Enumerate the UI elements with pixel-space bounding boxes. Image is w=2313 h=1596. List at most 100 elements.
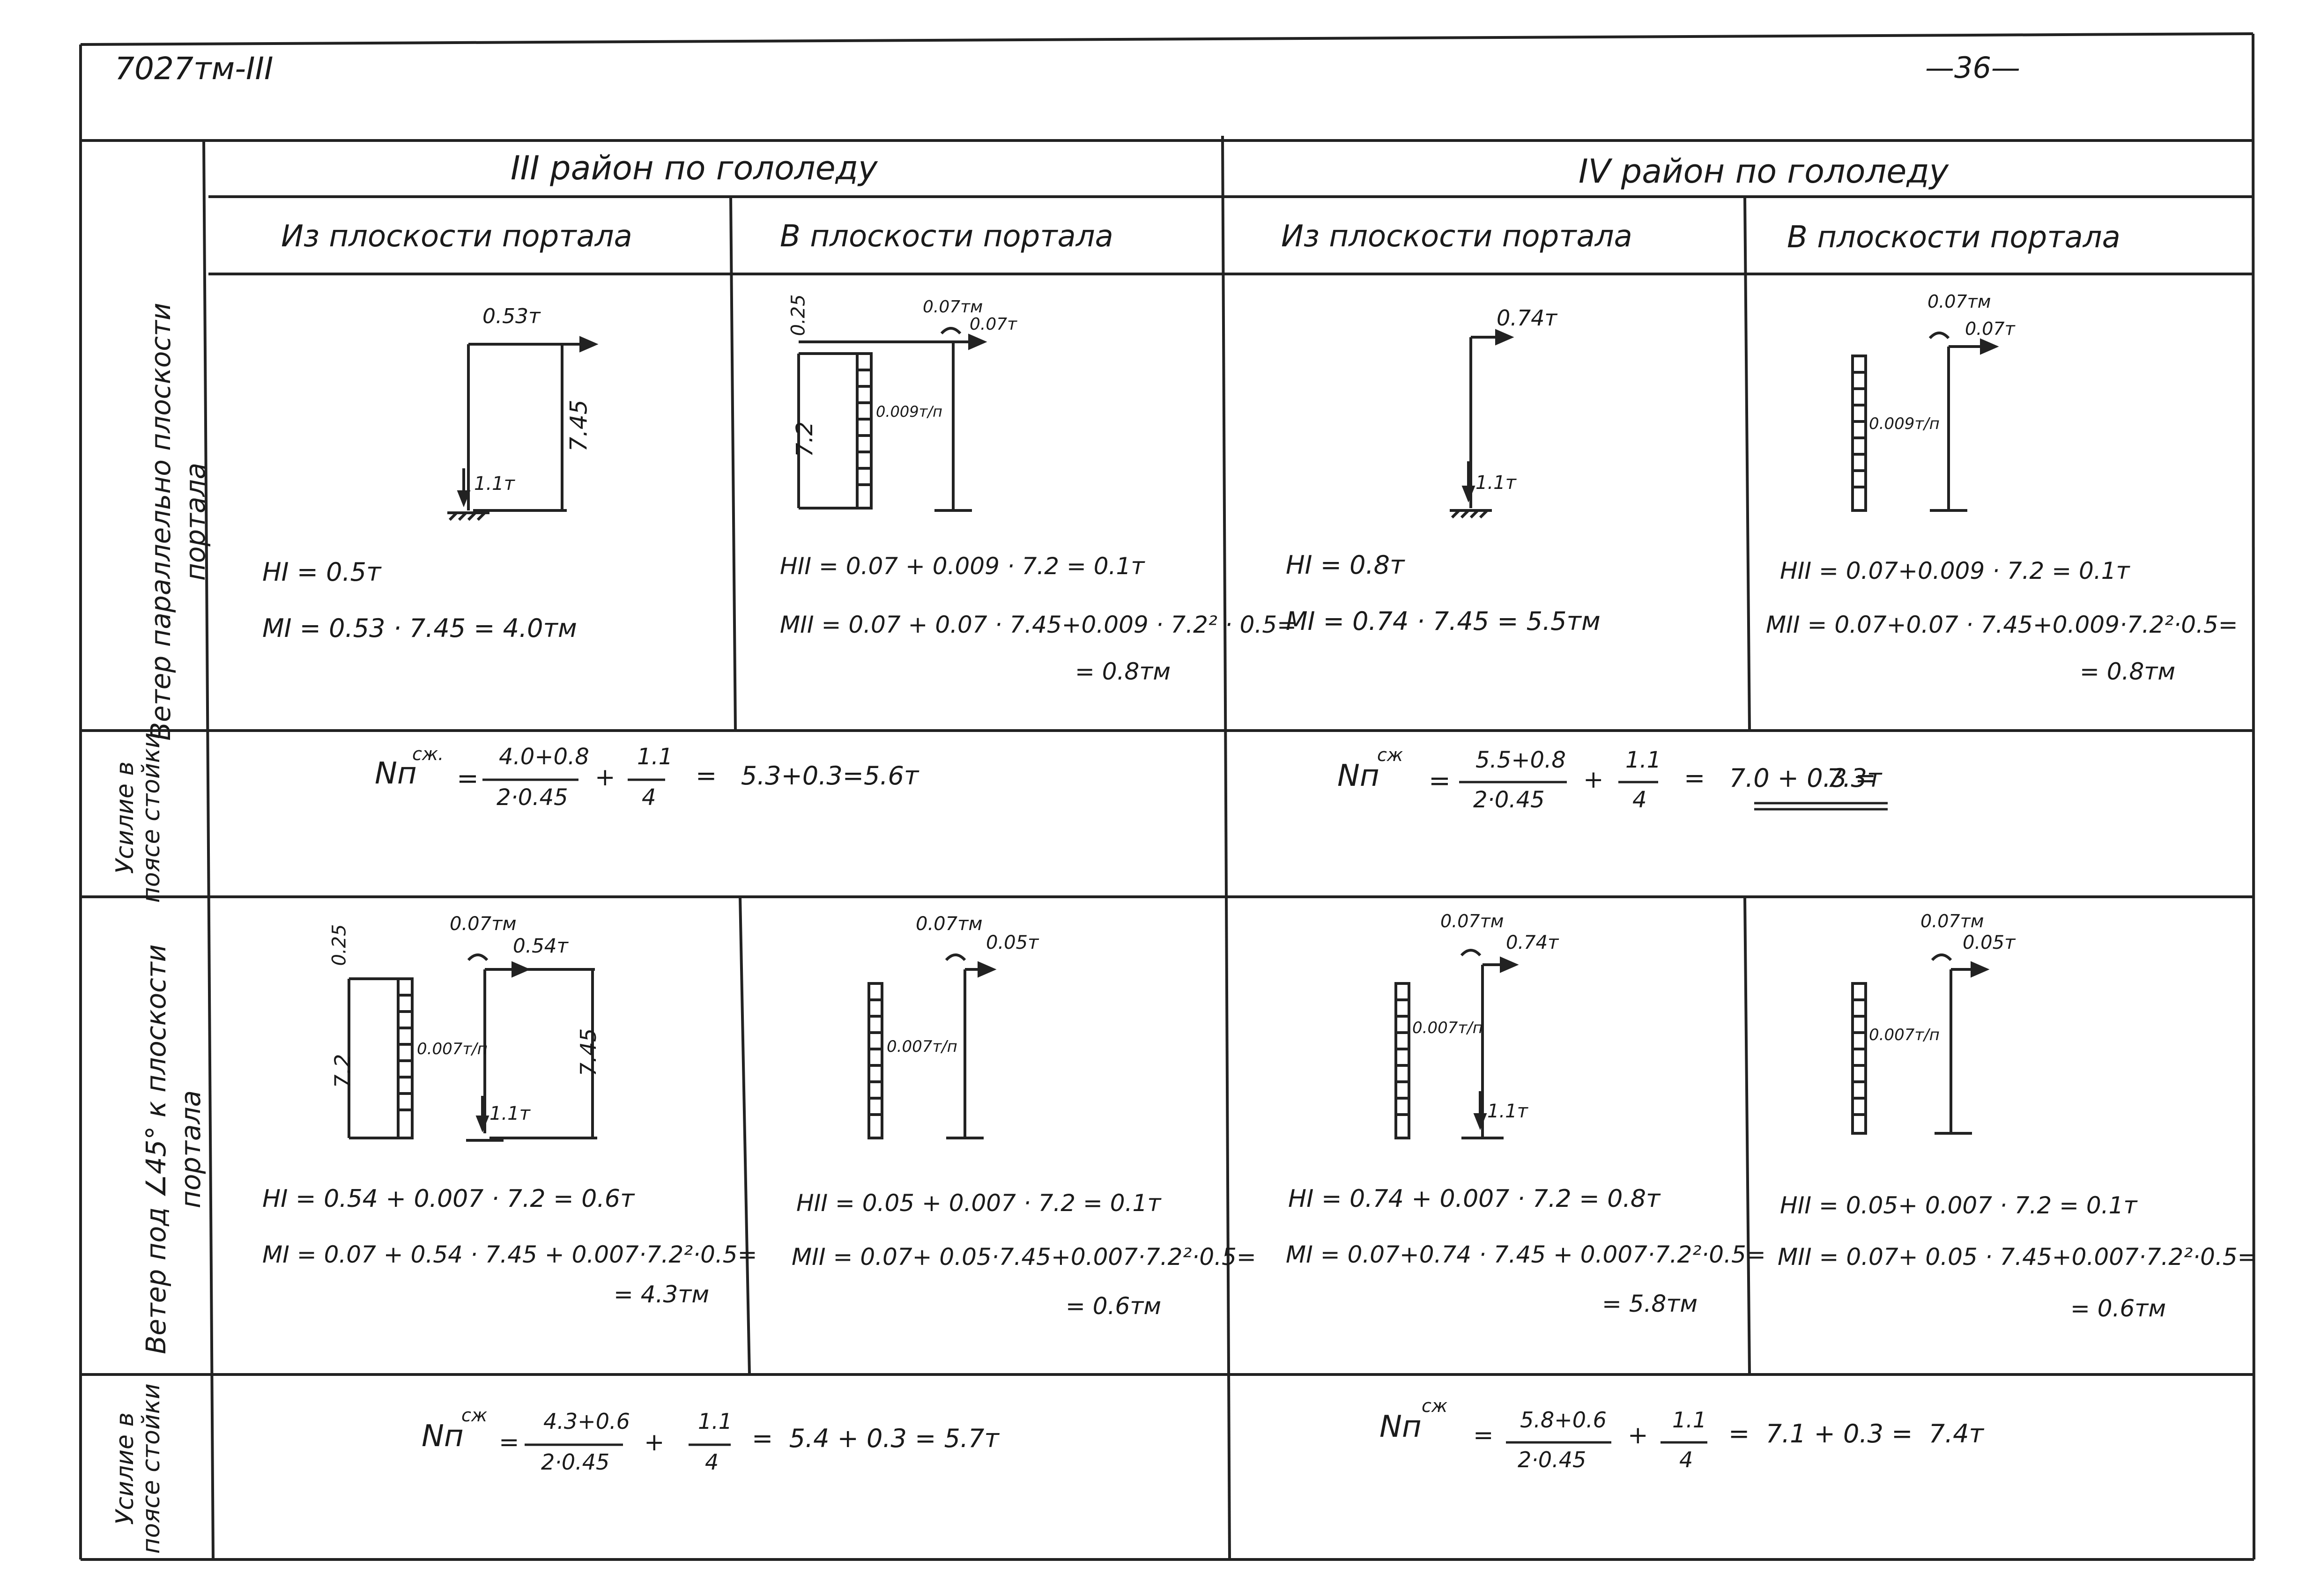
r3c1-offset: 0.25 (328, 924, 350, 966)
force2-left-den1: 2·0.45 (541, 1449, 610, 1475)
r1c2-load-top: 0.07т (970, 315, 1017, 334)
force2-left-num1: 4.3+0.6 (543, 1409, 630, 1434)
r1c3-formula-2: MI = 0.74 · 7.45 = 5.5тм (1286, 606, 1601, 636)
r1c2-formula-2: MII = 0.07 + 0.07 · 7.45+0.009 · 7.2² · … (780, 611, 1297, 638)
force2-right-den1: 2·0.45 (1518, 1447, 1586, 1472)
r3c3-vert-load: 1.1т (1487, 1101, 1528, 1122)
force2-left-lhs: Nп (422, 1419, 464, 1454)
r3c4-formula-2: MII = 0.07+ 0.05 · 7.45+0.007·7.2²·0.5= (1778, 1243, 2257, 1271)
r3c3-formula-2: MI = 0.07+0.74 · 7.45 + 0.007·7.2²·0.5= (1286, 1241, 1766, 1268)
r3c3-load-top: 0.74т (1506, 932, 1559, 953)
force2-left-eq: = (499, 1428, 519, 1456)
r3c1-dist-load: 0.007т/п (417, 1040, 488, 1058)
r3c1-moment: 0.07тм (450, 913, 517, 935)
r1c4-dist-load: 0.009т/п (1869, 414, 1940, 433)
r3c2-formula-1: HII = 0.05 + 0.007 · 7.2 = 0.1т (796, 1190, 1161, 1217)
r3c3-formula-3: = 5.8тм (1602, 1290, 1698, 1317)
r1c2-offset: 0.25 (787, 294, 809, 336)
subheader-r4-in: В плоскости портала (1787, 220, 2120, 255)
row-label-force-1: Усилие в поясе стойки (111, 732, 165, 903)
r3c3-moment: 0.07тм (1440, 911, 1504, 931)
force1-left-lhs: Nп (375, 756, 417, 791)
r3c1-formula-1: HI = 0.54 + 0.007 · 7.2 = 0.6т (262, 1185, 635, 1213)
r1c1-formula-1: HI = 0.5т (262, 557, 381, 587)
force1-right-den2: 4 (1632, 787, 1647, 813)
r1c1-height: 7.45 (565, 399, 593, 452)
r3c1-formula-3: = 4.3тм (614, 1281, 710, 1308)
force1-left-den1: 2·0.45 (497, 784, 568, 811)
force2-right-lhs: Nп (1379, 1410, 1422, 1444)
subheader-r3-out: Из плоскости портала (281, 219, 632, 254)
r1c2-formula-1: HII = 0.07 + 0.009 · 7.2 = 0.1т (780, 553, 1145, 580)
force2-left-den2: 4 (705, 1449, 719, 1475)
force1-left-result: = 5.3+0.3=5.6т (696, 761, 919, 791)
diagram-r3c2 (867, 953, 997, 1139)
force2-right-eq: = (1473, 1421, 1494, 1449)
doc-code: 7027тм-III (115, 51, 274, 87)
r3c3-dist-load: 0.007т/п (1412, 1019, 1483, 1037)
force2-right-sup: сж (1422, 1396, 1448, 1416)
force1-right-num1: 5.5+0.8 (1475, 747, 1566, 773)
force1-right-sup: сж (1377, 745, 1403, 765)
force1-left-num2: 1.1 (637, 744, 673, 770)
r1c3-formula-1: HI = 0.8т (1286, 550, 1405, 580)
r3c1-height-left: 7.2 (330, 1054, 356, 1088)
r1c4-moment: 0.07тм (1928, 291, 1991, 312)
page-number: —36— (1925, 51, 2020, 85)
r1c4-formula-3: = 0.8тм (2080, 658, 2176, 685)
r1c4-load-top: 0.07т (1965, 318, 2015, 339)
force2-right-result: = 7.1 + 0.3 = 7.4т (1728, 1419, 1984, 1448)
force2-left-num2: 1.1 (698, 1409, 733, 1434)
force1-right-den1: 2·0.45 (1473, 787, 1545, 813)
r3c2-moment: 0.07тм (916, 913, 983, 935)
force2-left-sup: сж (461, 1405, 488, 1426)
r3c1-height-right: 7.45 (576, 1028, 601, 1077)
r1c1-load-top: 0.53т (482, 304, 541, 328)
r1c1-vert-load: 1.1т (474, 473, 515, 495)
r3c1-vert-load: 1.1т (489, 1103, 530, 1124)
row-label-wind-45: Ветер под ∠45° к плоскости портала (140, 944, 207, 1354)
r3c2-load-top: 0.05т (986, 932, 1039, 953)
zone3-header: III район по гололеду (511, 149, 878, 187)
force1-left-sup: сж. (412, 744, 444, 764)
r1c4-formula-2: MII = 0.07+0.07 · 7.45+0.009·7.2²·0.5= (1766, 611, 2238, 638)
diagram-r3c3 (1394, 949, 1519, 1139)
force1-right-plus: + (1583, 766, 1604, 794)
r3c4-formula-3: = 0.6тм (2070, 1295, 2166, 1322)
force2-left-plus: + (644, 1428, 665, 1456)
force1-right-lhs: Nп (1337, 759, 1379, 793)
r1c3-load-top: 0.74т (1497, 305, 1557, 331)
r3c2-formula-2: MII = 0.07+ 0.05·7.45+0.007·7.2²·0.5= (792, 1243, 1256, 1271)
force1-left-num1: 4.0+0.8 (499, 744, 589, 770)
r3c3-formula-1: HI = 0.74 + 0.007 · 7.2 = 0.8т (1288, 1185, 1661, 1213)
subheader-r3-in: В плоскости портала (780, 219, 1113, 254)
r3c1-load-top: 0.54т (513, 934, 568, 957)
force2-right-num2: 1.1 (1672, 1407, 1707, 1433)
diagram-r1c4 (1851, 332, 1999, 512)
r3c2-formula-3: = 0.6тм (1066, 1293, 1162, 1320)
r1c3-vert-load: 1.1т (1475, 472, 1516, 494)
diagram-r1c2 (797, 327, 987, 512)
zone4-header: IV район по гололеду (1579, 152, 1949, 191)
row-label-force-2: Усилие в поясе стойки (111, 1383, 165, 1554)
r1c2-moment: 0.07тм (923, 297, 983, 317)
subheader-r4-out: Из плоскости портала (1281, 219, 1632, 254)
r3c4-formula-1: HII = 0.05+ 0.007 · 7.2 = 0.1т (1780, 1192, 2137, 1219)
r1c2-formula-3: = 0.8тм (1075, 658, 1171, 685)
diagram-r3c4 (1851, 953, 1990, 1135)
r3c2-dist-load: 0.007т/п (887, 1037, 957, 1056)
r3c1-formula-2: MI = 0.07 + 0.54 · 7.45 + 0.007·7.2²·0.5… (262, 1241, 757, 1268)
diagram-r1c3 (1450, 329, 1514, 519)
force1-left-eq: = (457, 763, 479, 794)
r3c4-load-top: 0.05т (1963, 932, 2016, 953)
force2-left-result: = 5.4 + 0.3 = 5.7т (752, 1424, 999, 1453)
diagram-r1c1 (447, 336, 599, 521)
force1-left-plus: + (595, 763, 615, 791)
row-label-wind-parallel: Ветер параллельно плоскости портала (145, 303, 211, 741)
force2-right-num1: 5.8+0.6 (1520, 1407, 1607, 1433)
force1-right-result: = 7.0 + 0.3 = (1684, 763, 1884, 793)
force1-right-result-final: 7.3т (1827, 763, 1882, 793)
r1c1-formula-2: MI = 0.53 · 7.45 = 4.0тм (262, 613, 577, 643)
force2-right-den2: 4 (1679, 1447, 1693, 1472)
